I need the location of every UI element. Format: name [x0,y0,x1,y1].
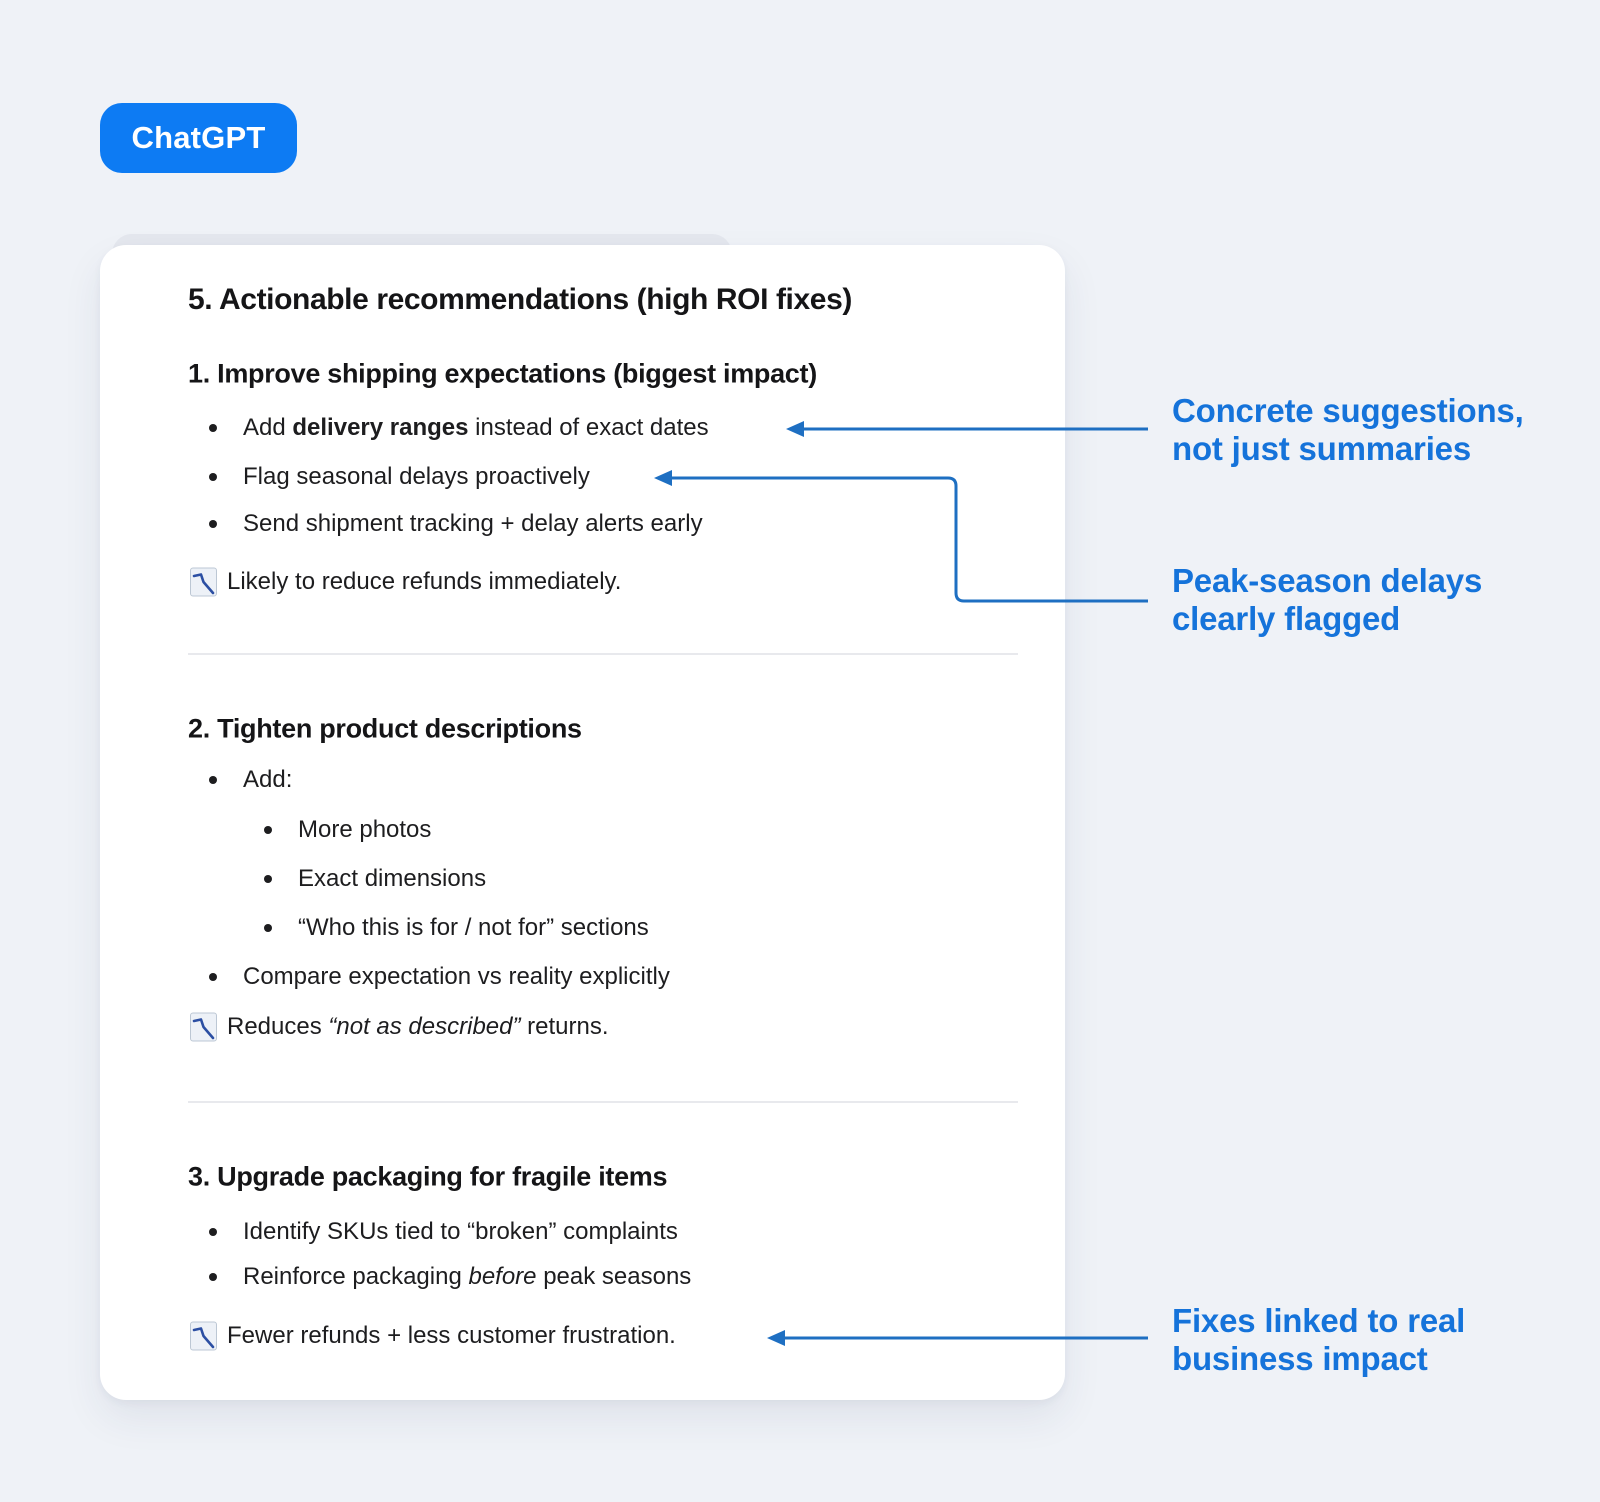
bullet-item: Send shipment tracking + delay alerts ea… [209,510,703,538]
annotation-line: clearly flagged [1172,600,1401,637]
chatgpt-badge: ChatGPT [100,103,297,173]
chart-decreasing-icon [190,567,217,597]
bullet-dot-icon [209,1273,217,1281]
bullet-item: Identify SKUs tied to “broken” complaint… [209,1218,678,1246]
content-card [100,245,1065,1400]
annotation-line: business impact [1172,1340,1428,1377]
section-3-heading: 3. Upgrade packaging for fragile items [188,1161,668,1192]
note-text: Reduces “not as described” returns. [227,1013,609,1040]
bullet-item: Add delivery ranges instead of exact dat… [209,414,709,442]
bullet-dot-icon [264,826,272,834]
note-text: Fewer refunds + less customer frustratio… [227,1322,676,1349]
impact-note: Fewer refunds + less customer frustratio… [190,1321,676,1351]
bullet-dot-icon [209,520,217,528]
note-text: Likely to reduce refunds immediately. [227,568,622,595]
bullet-dot-icon [209,473,217,481]
annotation-line: Peak-season delays [1172,562,1483,599]
chatgpt-badge-label: ChatGPT [131,120,266,155]
bullet-item: Flag seasonal delays proactively [209,463,590,491]
impact-note: Reduces “not as described” returns. [190,1012,609,1042]
bullet-item: More photos [264,816,431,844]
bullet-dot-icon [209,776,217,784]
card-title: 5. Actionable recommendations (high ROI … [188,283,852,316]
section-2-heading: 2. Tighten product descriptions [188,713,582,744]
bullet-text: Identify SKUs tied to “broken” complaint… [243,1218,678,1245]
bullet-item: “Who this is for / not for” sections [264,914,649,942]
bullet-text: Compare expectation vs reality explicitl… [243,963,670,990]
section-1-heading: 1. Improve shipping expectations (bigges… [188,358,817,389]
bullet-dot-icon [264,875,272,883]
annotation-concrete-suggestions: Concrete suggestions, not just summaries [1172,392,1524,468]
annotation-line: Concrete suggestions, [1172,392,1524,429]
bullet-dot-icon [209,424,217,432]
bullet-item: Exact dimensions [264,865,486,893]
bullet-text: Send shipment tracking + delay alerts ea… [243,510,703,537]
bullet-item: Add: [209,766,292,794]
bullet-dot-icon [209,973,217,981]
bullet-item: Compare expectation vs reality explicitl… [209,963,670,991]
section-divider [188,1101,1018,1103]
chart-decreasing-icon [190,1321,217,1351]
chart-decreasing-icon [190,1012,217,1042]
bullet-text: Add delivery ranges instead of exact dat… [243,414,709,441]
bullet-text: Add: [243,766,293,793]
annotation-line: not just summaries [1172,430,1471,467]
bullet-dot-icon [264,924,272,932]
bullet-text: Reinforce packaging before peak seasons [243,1263,692,1290]
bullet-text: “Who this is for / not for” sections [298,914,649,941]
bullet-text: Flag seasonal delays proactively [243,463,590,490]
impact-note: Likely to reduce refunds immediately. [190,567,621,597]
section-divider [188,653,1018,655]
annotation-line: Fixes linked to real [1172,1302,1466,1339]
bullet-text: More photos [298,816,432,843]
bullet-item: Reinforce packaging before peak seasons [209,1263,691,1291]
bullet-dot-icon [209,1228,217,1236]
bullet-text: Exact dimensions [298,865,487,892]
annotation-business-impact: Fixes linked to real business impact [1172,1302,1465,1378]
annotation-peak-season: Peak-season delays clearly flagged [1172,562,1482,638]
